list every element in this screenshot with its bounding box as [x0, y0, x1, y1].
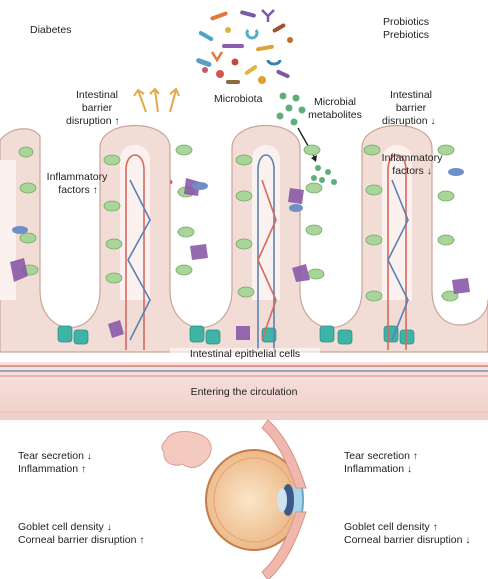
left-inflam-text: factors: [58, 184, 90, 196]
right-corneal-text: Corneal barrier disruption: [344, 534, 463, 546]
right-barrier-line1: Intestinal: [389, 89, 433, 101]
right-barrier-arrow: ↓: [430, 116, 436, 127]
right-goblet-arrow: ↑: [432, 522, 438, 533]
villus-vessels: [125, 154, 409, 350]
barrier-disruption-arrows: [133, 87, 180, 113]
right-tear-text: Tear secretion: [344, 450, 410, 462]
left-inflammation-arrow: ↑: [81, 464, 87, 475]
circulation-band: [0, 362, 488, 420]
metabolite-arrowhead: [311, 155, 317, 162]
right-inflam-text: factors: [392, 165, 424, 177]
left-tear-arrow: ↓: [86, 451, 92, 462]
goblet-cells: [18, 144, 459, 302]
left-tear-secretion: Tear secretion ↓: [18, 450, 92, 464]
blue-cells: [12, 168, 464, 234]
left-barrier-line1: Intestinal: [75, 89, 119, 101]
left-goblet-density: Goblet cell density ↓: [18, 521, 112, 535]
probiotics-label: Probiotics: [382, 16, 430, 28]
right-inflam-line2: factors ↓: [382, 165, 442, 179]
metabolites-label-2: metabolites: [308, 109, 362, 121]
left-tear-text: Tear secretion: [18, 450, 84, 462]
circulation-label: Entering the circulation: [190, 386, 298, 398]
prebiotics-label: Prebiotics: [382, 29, 430, 41]
right-barrier-line2: barrier: [395, 102, 427, 114]
left-inflammation-text: Inflammation: [18, 463, 79, 475]
right-goblet-text: Goblet cell density: [344, 521, 430, 533]
right-barrier-text: disruption: [382, 115, 428, 127]
right-inflam-arrow: ↓: [426, 166, 432, 177]
left-inflam-line2: factors ↑: [48, 184, 108, 198]
right-inflammation: Inflammation ↓: [344, 463, 412, 477]
right-barrier-line3: disruption ↓: [382, 115, 435, 129]
eye-cross-section: [205, 419, 307, 579]
right-goblet-density: Goblet cell density ↑: [344, 521, 438, 535]
left-goblet-arrow: ↓: [106, 522, 112, 533]
microbiota-cluster: [196, 9, 293, 84]
right-corneal-arrow: ↓: [465, 535, 471, 546]
left-barrier-text: disruption: [66, 115, 112, 127]
right-tear-arrow: ↑: [412, 451, 418, 462]
left-inflammation: Inflammation ↑: [18, 463, 86, 477]
left-inflam-arrow: ↑: [92, 185, 98, 196]
metabolite-dots: [276, 92, 337, 185]
left-barrier-line2: barrier: [81, 102, 113, 114]
metabolites-label-1: Microbial: [313, 96, 356, 108]
right-inflammation-arrow: ↓: [407, 464, 413, 475]
lacrimal-gland: [161, 431, 212, 468]
right-inflammation-text: Inflammation: [344, 463, 405, 475]
diabetes-label: Diabetes: [30, 24, 72, 36]
right-tear-secretion: Tear secretion ↑: [344, 450, 418, 464]
left-barrier-line3: disruption ↑: [66, 115, 119, 129]
right-inflam-line1: Inflammatory: [381, 152, 443, 164]
epithelial-cells-label: Intestinal epithelial cells: [170, 348, 320, 361]
immune-cells: [10, 178, 470, 340]
left-corneal-arrow: ↑: [139, 535, 145, 546]
left-corneal-disruption: Corneal barrier disruption ↑: [18, 534, 144, 548]
left-inflam-line1: Inflammatory: [46, 171, 108, 183]
microbiota-label: Microbiota: [214, 93, 263, 105]
left-goblet-text: Goblet cell density: [18, 521, 104, 533]
left-barrier-arrow: ↑: [114, 116, 120, 127]
left-corneal-text: Corneal barrier disruption: [18, 534, 137, 546]
right-corneal-disruption: Corneal barrier disruption ↓: [344, 534, 470, 548]
